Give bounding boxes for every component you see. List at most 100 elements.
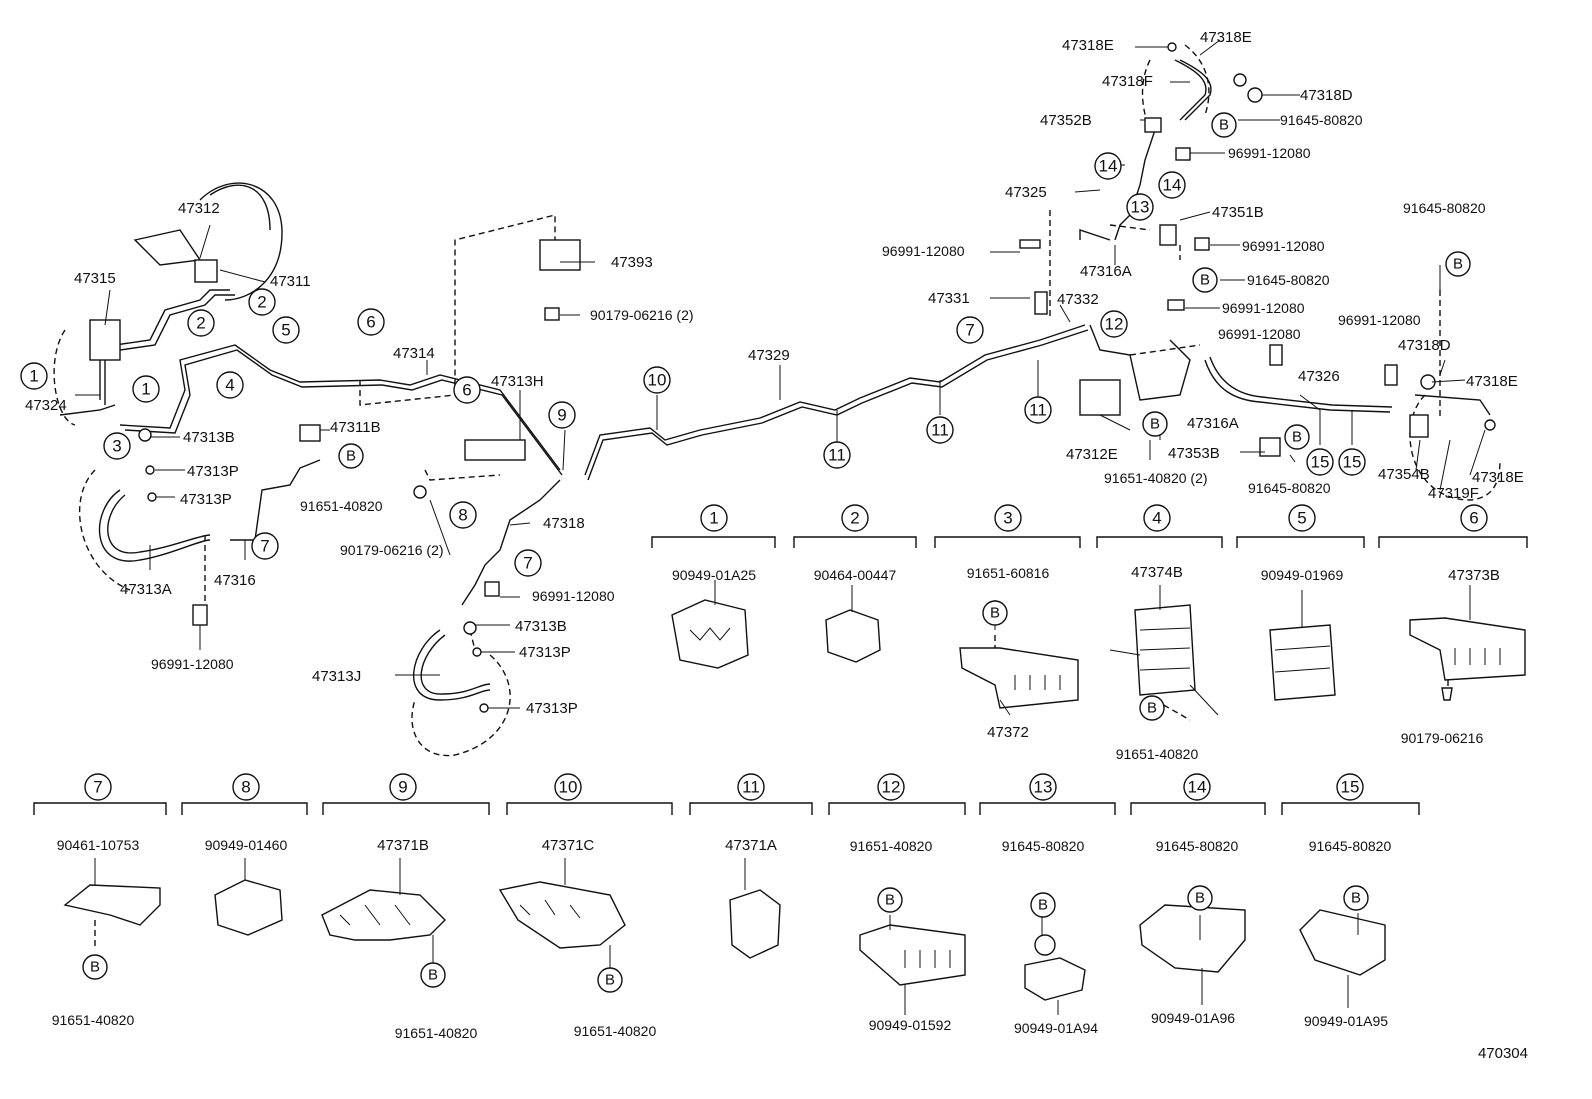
clip-number: 8 bbox=[241, 778, 250, 797]
clip-sub-part-number: 90949-01A96 bbox=[1151, 1010, 1235, 1026]
part-label-l96991-g: 96991-12080 bbox=[151, 656, 234, 672]
clip-number: 13 bbox=[1034, 778, 1053, 797]
clip-part-number: 91651-40820 bbox=[850, 838, 933, 854]
clip-number: 2 bbox=[850, 509, 859, 528]
b-mark: B bbox=[1192, 267, 1218, 293]
callout-11: 11 bbox=[1024, 396, 1052, 424]
svg-text:6: 6 bbox=[462, 381, 471, 400]
clip-part-number: 90949-01A25 bbox=[672, 567, 756, 583]
part-label-l47313p-b: 47313P bbox=[180, 491, 232, 508]
clip-number: 12 bbox=[882, 778, 901, 797]
part-label-l96991-c: 96991-12080 bbox=[882, 243, 965, 259]
svg-text:B: B bbox=[1453, 256, 1463, 273]
part-label-l47313p-d: 47313P bbox=[526, 700, 578, 717]
svg-text:3: 3 bbox=[112, 437, 121, 456]
part-label-l47314: 47314 bbox=[393, 345, 435, 362]
clip-part-number: 47374B bbox=[1131, 564, 1183, 581]
b-mark: B bbox=[885, 892, 895, 909]
callout-4: 4 bbox=[216, 371, 244, 399]
callout-9: 9 bbox=[548, 401, 576, 429]
clip-sub-part-number: 91651-40820 bbox=[52, 1012, 135, 1028]
svg-text:B: B bbox=[1219, 117, 1229, 134]
clip-number: 15 bbox=[1341, 778, 1360, 797]
part-label-l47319f: 47319F bbox=[1428, 485, 1479, 502]
callout-15: 15 bbox=[1338, 448, 1366, 476]
part-label-l47311: 47311 bbox=[270, 273, 311, 290]
svg-text:2: 2 bbox=[257, 293, 266, 312]
b-mark: B bbox=[1445, 251, 1471, 277]
clip-sub-part-number: 91651-40820 bbox=[1116, 746, 1199, 762]
callout-1: 1 bbox=[20, 362, 48, 390]
callout-15: 15 bbox=[1306, 448, 1334, 476]
svg-text:7: 7 bbox=[260, 537, 269, 556]
part-label-l91645-c: 91645-80820 bbox=[1403, 200, 1486, 216]
part-label-l47318e-c: 47318E bbox=[1466, 373, 1518, 390]
callout-10: 10 bbox=[643, 366, 671, 394]
svg-text:7: 7 bbox=[523, 554, 532, 573]
part-label-l47324: 47324 bbox=[25, 397, 67, 414]
clip-sub-part-number: 91651-40820 bbox=[395, 1025, 478, 1041]
part-label-l47313b-a: 47313B bbox=[183, 429, 235, 446]
callout-7: 7 bbox=[251, 532, 279, 560]
b-mark: B bbox=[90, 959, 100, 976]
part-label-l47311b: 47311B bbox=[330, 419, 381, 436]
svg-text:9: 9 bbox=[557, 406, 566, 425]
callout-5: 5 bbox=[272, 316, 300, 344]
part-label-l47354b: 47354B bbox=[1378, 466, 1430, 483]
callout-2: 2 bbox=[187, 309, 215, 337]
b-mark: B bbox=[1284, 424, 1310, 450]
clip-number: 14 bbox=[1188, 778, 1207, 797]
callout-6: 6 bbox=[453, 376, 481, 404]
svg-text:B: B bbox=[1200, 272, 1210, 289]
part-label-l47313p-c: 47313P bbox=[519, 644, 571, 661]
part-label-l47352b: 47352B bbox=[1040, 112, 1092, 129]
svg-text:8: 8 bbox=[458, 506, 467, 525]
clip-number: 3 bbox=[1003, 509, 1012, 528]
part-label-l47316a-b: 47316A bbox=[1187, 415, 1239, 432]
svg-text:5: 5 bbox=[281, 321, 290, 340]
part-label-l47315: 47315 bbox=[74, 270, 116, 287]
b-mark: B bbox=[1195, 890, 1205, 907]
callout-2: 2 bbox=[248, 288, 276, 316]
part-label-l47312: 47312 bbox=[178, 200, 220, 217]
b-mark: B bbox=[1147, 700, 1157, 717]
clip-part-number: 47371B bbox=[377, 837, 429, 854]
svg-text:13: 13 bbox=[1131, 198, 1150, 217]
clip-part-number: 91645-80820 bbox=[1002, 838, 1085, 854]
part-label-l47313h: 47313H bbox=[491, 373, 544, 390]
part-label-l47318e-a: 47318E bbox=[1062, 37, 1114, 54]
clip-part-number: 90949-01460 bbox=[205, 837, 288, 853]
svg-text:14: 14 bbox=[1163, 176, 1182, 195]
callout-12: 12 bbox=[1100, 310, 1128, 338]
svg-text:4: 4 bbox=[225, 376, 234, 395]
clip-number: 5 bbox=[1297, 509, 1306, 528]
part-label-l47313a: 47313A bbox=[120, 581, 172, 598]
callout-8: 8 bbox=[449, 501, 477, 529]
b-mark: B bbox=[338, 443, 364, 469]
part-label-l47313p-a: 47313P bbox=[187, 463, 239, 480]
svg-text:11: 11 bbox=[1029, 401, 1047, 420]
diagram-id: 470304 bbox=[1478, 1045, 1528, 1062]
svg-text:7: 7 bbox=[965, 321, 974, 340]
part-label-l91651-a: 91651-40820 (2) bbox=[1104, 470, 1208, 486]
part-label-l47329: 47329 bbox=[748, 347, 790, 364]
part-label-l96991-f: 96991-12080 bbox=[1338, 312, 1421, 328]
b-mark: B bbox=[1351, 890, 1361, 907]
part-label-l47313j: 47313J bbox=[312, 668, 361, 685]
clip-part-number: 47371A bbox=[725, 837, 777, 854]
callout-14: 14 bbox=[1094, 152, 1122, 180]
clip-part-number: 90949-01969 bbox=[1261, 567, 1344, 583]
clip-number: 9 bbox=[398, 778, 407, 797]
